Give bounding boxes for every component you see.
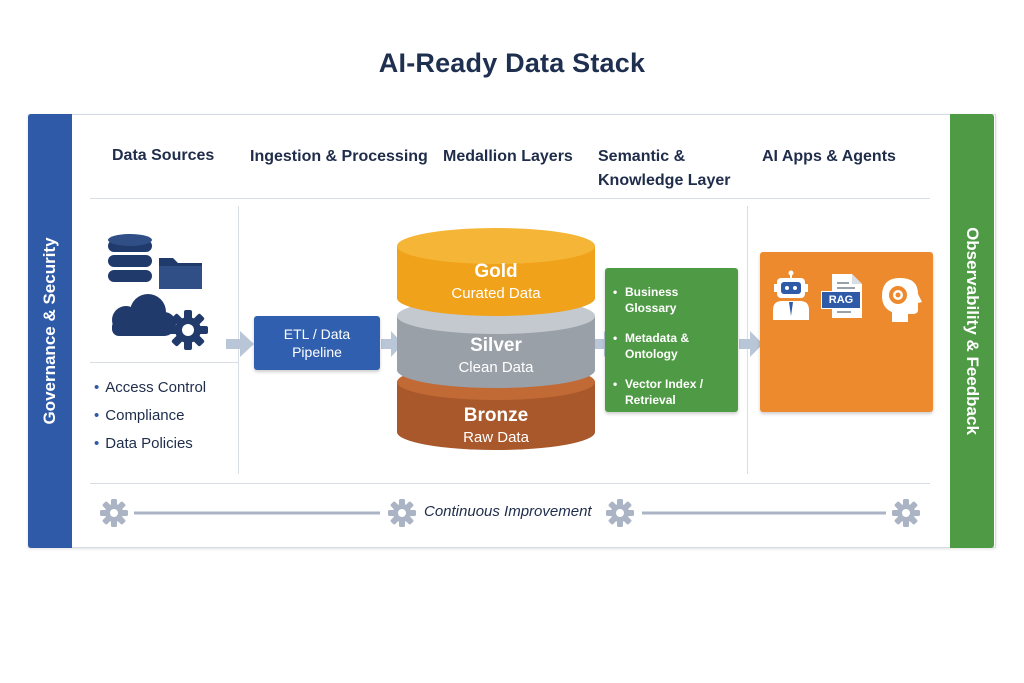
continuous-improvement-track bbox=[100, 499, 920, 527]
gear-icon bbox=[892, 499, 920, 527]
bronze-label: Bronze Raw Data bbox=[397, 404, 595, 448]
gold-layer bbox=[397, 228, 595, 316]
silver-desc: Clean Data bbox=[458, 359, 534, 376]
governance-security-label: Governance & Security bbox=[40, 237, 59, 425]
silver-label: Silver Clean Data bbox=[397, 334, 595, 378]
gold-desc: Curated Data bbox=[451, 285, 541, 302]
observability-feedback-bar: Observability & Feedback bbox=[950, 114, 994, 548]
arrow-right-icon bbox=[226, 331, 254, 357]
list-item: Compliance bbox=[94, 402, 206, 430]
header-semantic-line2: Knowledge Layer bbox=[598, 172, 731, 189]
etl-pipeline-box: ETL / Data Pipeline bbox=[254, 316, 380, 370]
gear-icon bbox=[606, 499, 634, 527]
list-item: Data Policies bbox=[94, 430, 206, 458]
gear-icon bbox=[100, 499, 128, 527]
folder-icon bbox=[159, 258, 202, 289]
continuous-improvement-label: Continuous Improvement bbox=[424, 503, 592, 520]
bronze-desc: Raw Data bbox=[463, 429, 529, 446]
header-data-sources: Data Sources bbox=[112, 147, 215, 164]
ai-head-icon bbox=[882, 278, 922, 322]
arrow-right-icon bbox=[381, 331, 403, 357]
header-semantic-line1: Semantic & bbox=[598, 148, 686, 165]
cloud-icon bbox=[112, 294, 176, 336]
list-item: Metadata & Ontology bbox=[613, 330, 732, 362]
data-source-icons bbox=[108, 234, 208, 350]
bronze-name: Bronze bbox=[463, 405, 529, 426]
diagram-title: AI-Ready Data Stack bbox=[378, 48, 646, 78]
silver-name: Silver bbox=[470, 335, 522, 356]
governance-security-bar: Governance & Security bbox=[28, 114, 72, 548]
governance-list: Access Control Compliance Data Policies bbox=[94, 374, 206, 458]
gold-name: Gold bbox=[474, 261, 518, 282]
gold-label: Gold Curated Data bbox=[397, 260, 595, 304]
list-item: Business Glossary bbox=[613, 284, 732, 316]
semantic-layer-box: Business Glossary Metadata & Ontology Ve… bbox=[605, 268, 738, 412]
bottom-divider bbox=[90, 483, 930, 484]
gear-icon bbox=[168, 310, 208, 350]
observability-feedback-label: Observability & Feedback bbox=[963, 227, 982, 435]
ai-apps-box: RAG bbox=[760, 252, 933, 412]
sources-divider bbox=[90, 362, 238, 363]
header-ingestion: Ingestion & Processing bbox=[250, 148, 428, 165]
header-divider bbox=[90, 198, 930, 199]
etl-label-line2: Pipeline bbox=[292, 344, 342, 360]
rag-badge: RAG bbox=[821, 291, 861, 309]
gear-icon bbox=[388, 499, 416, 527]
header-ai-apps: AI Apps & Agents bbox=[762, 148, 896, 165]
list-item: Access Control bbox=[94, 374, 206, 402]
medallion-stack bbox=[397, 228, 595, 450]
etl-label-line1: ETL / Data bbox=[283, 326, 351, 342]
arrow-right-icon bbox=[739, 331, 763, 357]
robot-icon bbox=[773, 270, 809, 320]
header-medallion: Medallion Layers bbox=[443, 148, 573, 165]
list-item: Vector Index / Retrieval bbox=[613, 376, 732, 408]
database-icon bbox=[108, 234, 152, 282]
